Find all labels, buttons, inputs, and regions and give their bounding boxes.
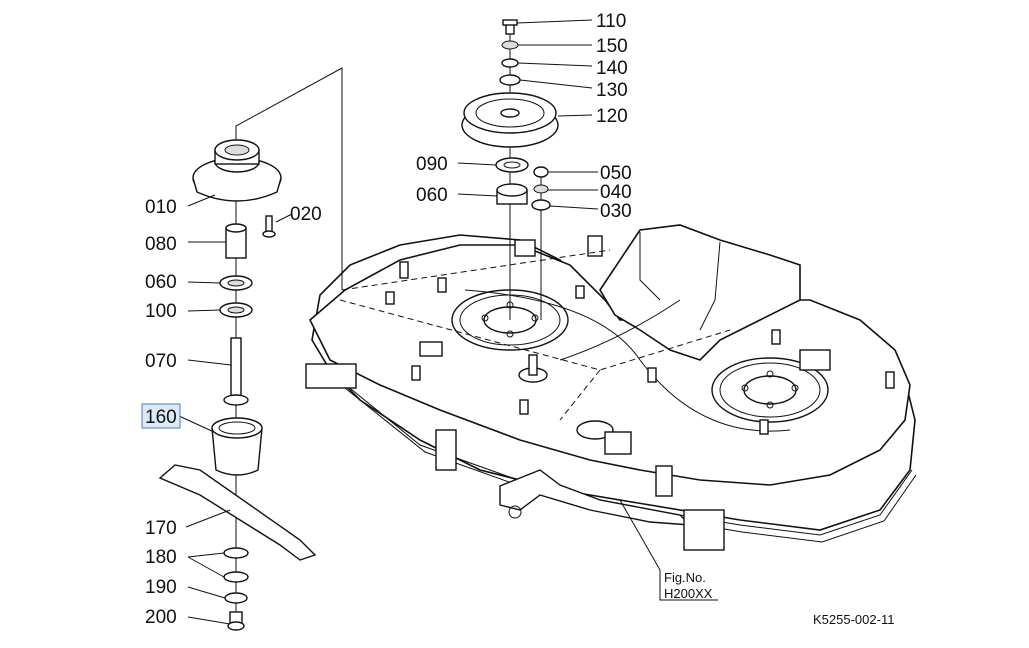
part-label-070[interactable]: 070 xyxy=(145,351,177,372)
part-label-050[interactable]: 050 xyxy=(600,163,632,184)
part-label-120[interactable]: 120 xyxy=(596,106,628,127)
fig-ref-leader xyxy=(619,499,718,601)
drawing-code: K5255-002-11 xyxy=(813,612,894,627)
part-label-170[interactable]: 170 xyxy=(145,518,177,539)
part-label-160[interactable]: 160 xyxy=(145,407,177,428)
fig-ref-line1[interactable]: Fig.No. xyxy=(664,570,706,585)
part-label-100[interactable]: 100 xyxy=(145,301,177,322)
part-label-130[interactable]: 130 xyxy=(596,80,628,101)
part-label-040[interactable]: 040 xyxy=(600,182,632,203)
part-label-080[interactable]: 080 xyxy=(145,234,177,255)
part-label-140[interactable]: 140 xyxy=(596,58,628,79)
part-label-060-top[interactable]: 060 xyxy=(416,185,448,206)
fig-ref-line2[interactable]: H200XX xyxy=(664,586,713,601)
part-label-030[interactable]: 030 xyxy=(600,201,632,222)
highlight-box-160 xyxy=(141,403,181,429)
spindle-assembly xyxy=(158,67,343,631)
part-label-190[interactable]: 190 xyxy=(145,577,177,598)
part-label-110[interactable]: 110 xyxy=(596,11,626,32)
mower-deck xyxy=(305,224,917,551)
part-label-150[interactable]: 150 xyxy=(596,36,628,57)
part-label-180[interactable]: 180 xyxy=(145,547,177,568)
part-label-090[interactable]: 090 xyxy=(416,154,448,175)
part-label-060-left[interactable]: 060 xyxy=(145,272,177,293)
part-label-010[interactable]: 010 xyxy=(145,197,177,218)
part-label-020[interactable]: 020 xyxy=(290,204,322,225)
part-label-200[interactable]: 200 xyxy=(145,607,177,628)
pulley-assembly xyxy=(457,19,599,320)
